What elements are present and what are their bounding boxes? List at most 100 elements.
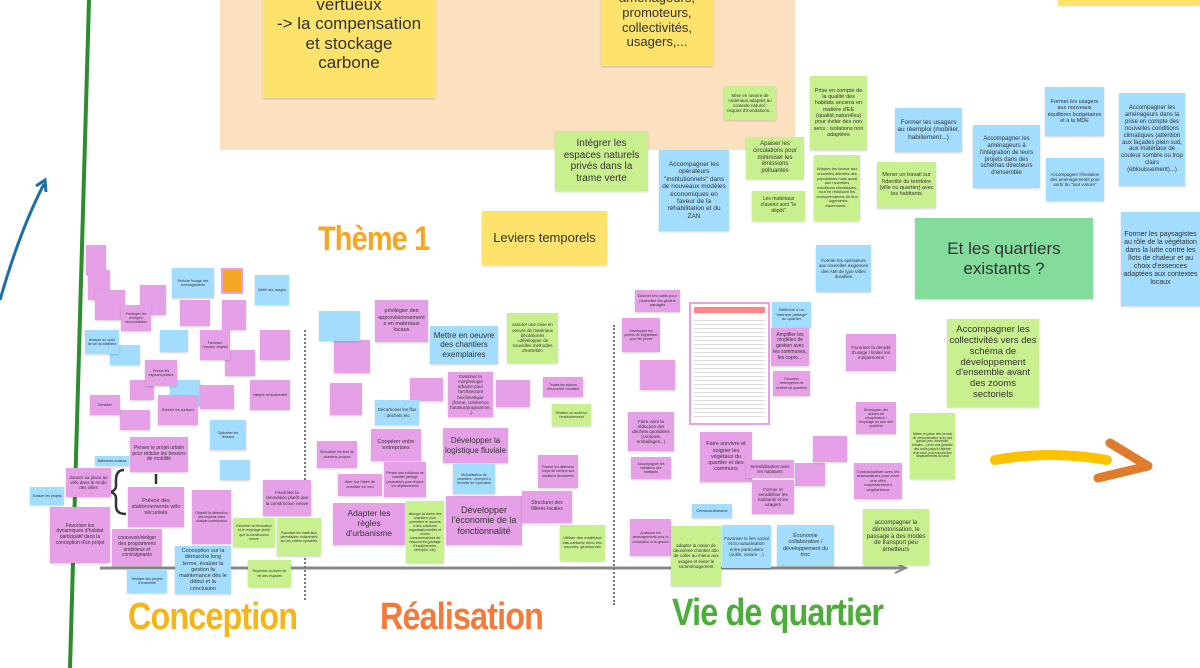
sticky-note[interactable]: Objectif la diminution des impacts dans … [192,490,231,544]
sticky-note[interactable]: Bâtiments solaires [95,456,129,466]
sticky-note[interactable]: Prise en compte de la qualité des habita… [810,76,867,150]
sticky-note[interactable]: Accompagner les aménageurs à l'intégrati… [973,125,1040,188]
sticky-note-small[interactable] [795,463,825,486]
sticky-note-small[interactable] [222,300,246,330]
sticky-note-clipped[interactable] [1058,0,1200,5]
image-thumbnail[interactable] [221,268,243,294]
sticky-note-small[interactable] [260,330,290,360]
sticky-note[interactable]: donner sa place au vélo dans le mode des… [66,468,111,497]
sticky-note[interactable]: Penser des solutions de chantier partagé… [384,462,426,497]
sticky-note[interactable]: accompagner la démotorisation, le passag… [863,509,929,565]
sticky-note[interactable]: Développer des actions de récupération /… [856,402,896,434]
sticky-note[interactable]: Faire survivre et soigner les végétaux d… [700,432,752,482]
sticky-note[interactable]: Former et sensibiliser les habitants et … [752,480,794,514]
sticky-note[interactable]: Former les paysagistes au rôle de la vég… [1121,212,1200,306]
sticky-note[interactable]: Mener un travail sur l'identité du terri… [877,162,936,208]
sticky-note[interactable]: Toutes les actions d'économie circulaire [543,377,583,397]
sticky-note-small[interactable] [95,290,125,320]
sticky-note-small[interactable] [180,300,210,326]
sticky-note[interactable]: Favoriser la densité d'usage / limiter l… [846,334,896,371]
sticky-note[interactable]: Donner les outils pour permettre les jar… [635,290,680,312]
sticky-note[interactable]: Intégrer la biodiversité [250,380,290,410]
sticky-note[interactable]: Développer les permis de végétaliser pou… [622,318,660,352]
sticky-note[interactable]: concevoir/rédiger des programmes ambitie… [112,529,162,566]
sticky-note[interactable]: Contractualiser avec les restaurateurs p… [854,463,902,499]
sticky-note[interactable]: Faire vivre la réduction des déchets quo… [628,412,674,451]
sticky-note-small[interactable] [200,385,234,409]
sticky-note[interactable]: Favoriser la rénovation plutôt que la co… [263,480,311,516]
sticky-note[interactable]: privilégier des approvisionnements en ma… [375,300,428,342]
sticky-note[interactable]: Développer l'économie de la fonctionnali… [446,496,522,545]
sticky-note[interactable]: Économie collaborative / développement d… [777,525,834,566]
sticky-note[interactable]: Sensibilisation avec les habitants [746,460,794,478]
sticky-note[interactable]: Réaliser des projets d'ensemble [127,569,167,593]
sticky-note[interactable]: Prévoir des stationnements vélo sécurisé… [128,487,184,527]
sticky-note-small[interactable] [220,460,250,480]
sticky-note[interactable]: Améliorer les aménagements pour la conce… [630,519,671,556]
sticky-note[interactable]: aménageurs, promoteurs, collectivités, u… [601,0,713,66]
sticky-note-small[interactable] [813,436,847,462]
sticky-note[interactable]: Amplifier les modèles de gestion avec le… [771,328,809,366]
sticky-note[interactable]: Dessiner la morphologie urbaine pour l'a… [448,372,493,417]
sticky-note[interactable]: Evaluer les projets [30,487,64,505]
sticky-note[interactable]: Mutualiser les ilots de chantiers propre… [317,441,357,468]
sticky-note[interactable]: Former les usagers au réemploi (mobilier… [895,108,962,152]
sticky-note[interactable]: énergétique vertueux -> la compensation … [263,0,435,98]
sticky-note-small[interactable] [330,383,362,415]
sticky-note[interactable]: Favoriser les matériaux perméables notam… [277,518,321,556]
sticky-note[interactable]: Structurer des filières locales [522,491,572,523]
sticky-note[interactable]: Favoriser l'espace végétal [200,330,230,360]
sticky-note-small[interactable] [319,311,360,341]
sticky-note[interactable]: Réaliser un audit sur l'environnement [552,404,591,426]
sticky-note[interactable]: Intégrer les espaces naturels privés dan… [555,131,648,191]
sticky-note[interactable]: Favoriser l'émergence de centres de quar… [773,371,810,396]
sticky-note[interactable]: Favoriser les dynamiques d'habitat parti… [50,507,110,563]
sticky-note[interactable]: Favoriser le lien social et la mutualisa… [722,525,771,568]
sticky-note-small[interactable] [640,360,675,390]
sticky-note[interactable]: Apaiser les circulations pour minimiser … [746,137,804,179]
sticky-note[interactable]: Les matériaux d'avenir sont "le dépôt" [752,191,805,221]
sticky-note-small[interactable] [225,350,255,376]
sticky-note[interactable]: Réfléchir à un "intérieur partagé" du qu… [772,302,811,328]
sticky-note-small[interactable] [410,378,443,401]
sticky-note[interactable]: Accompagner les initiatives des habitant… [631,457,671,479]
sticky-note[interactable]: Penser les espaces publics [145,360,177,386]
sticky-note[interactable]: Mettre en oeuvre des chantiers exemplair… [430,326,498,364]
sticky-note-small[interactable] [334,340,370,373]
sticky-note[interactable]: Former les opérateurs aux nouvelles exig… [816,245,871,292]
sticky-note-small[interactable] [496,380,530,407]
sticky-note[interactable]: Privilégier les énergies renouvelables [121,305,151,331]
sticky-note[interactable]: Penser le projet urbain pour réduire les… [130,437,188,472]
sticky-note[interactable]: Décarboner les flux : déchets etc [375,400,419,425]
sticky-note[interactable]: Former les différents corps de métiers a… [538,455,578,488]
sticky-note[interactable]: allonger la durée des chantiers pour per… [406,501,444,563]
sticky-note[interactable]: Leviers temporels [482,211,607,265]
sticky-note[interactable]: Accompagner l'évolution des aménagements… [1046,158,1104,201]
sticky-note[interactable]: Développer la logistique fluviale [443,428,508,463]
section-heading-note[interactable]: Et les quartiers existants ? [915,218,1093,299]
sticky-note[interactable]: Former les usagers aux nouveaux équilibr… [1045,87,1104,136]
sticky-note-small[interactable] [120,410,150,430]
sticky-note[interactable]: Repenser la durée de vie des espaces [248,560,291,587]
sticky-note[interactable]: Conception sur la démarche long terme, é… [175,546,231,594]
sticky-note[interactable]: Mixité des usages [255,275,289,305]
sticky-note[interactable]: Réduire les surfaces [158,395,198,425]
sticky-note[interactable]: Adapter les règles d'urbanisme [333,503,405,545]
sticky-note-small[interactable] [160,330,188,352]
sticky-note[interactable]: Réduire l'usage des aménagements [172,268,214,298]
sticky-note-small[interactable] [86,245,106,275]
sticky-note[interactable]: Mutualisation de chantiers : réemploi à … [453,464,495,494]
sticky-note[interactable]: adapter la notion de deuxième chantier a… [671,526,721,586]
sticky-note[interactable]: Coopérer entre entreprises [371,429,421,461]
sticky-note[interactable]: Accompagner les aménageurs dans la prise… [1119,93,1185,186]
sticky-note[interactable]: Mettre en place des 'permis de consommat… [910,413,955,479]
document-image-thumbnail[interactable] [689,302,770,425]
sticky-note[interactable]: assurer une mise en oeuvre de matériaux … [507,313,558,363]
sticky-note[interactable]: Accompagner les collectivités vers des s… [947,319,1039,407]
sticky-note[interactable]: Mise en oeuvre de matériaux adaptés au c… [724,86,776,120]
sticky-note[interactable]: Optimiser les réseaux [210,420,246,450]
sticky-note[interactable]: Aller sur l'idée de chantier en vert [338,474,382,496]
sticky-note[interactable]: Accompagner les opérateurs "institutionn… [659,150,729,231]
sticky-note[interactable]: Adapter les locaux aux nouvelles attente… [814,155,860,221]
